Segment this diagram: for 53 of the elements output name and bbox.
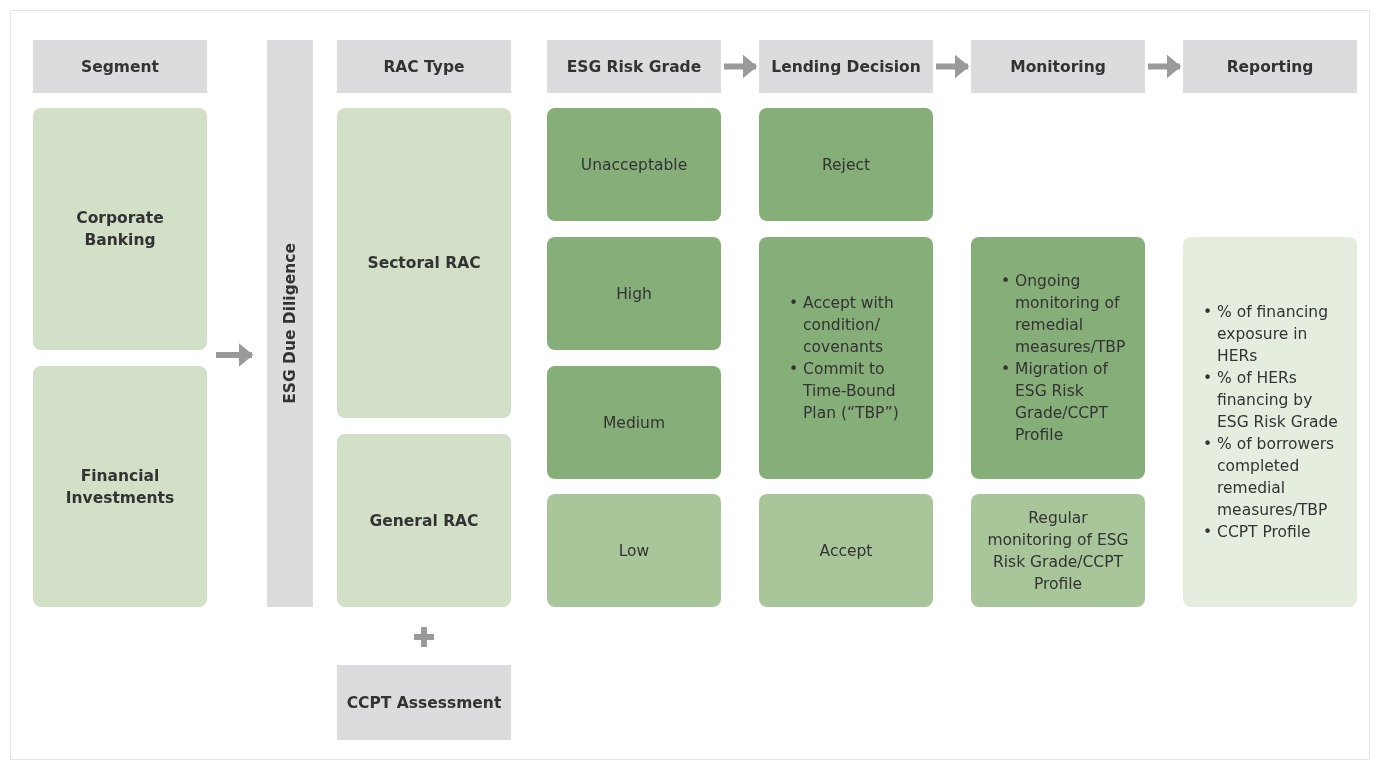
process-box bbox=[759, 237, 933, 479]
process-box bbox=[1183, 237, 1357, 607]
header-text: RAC Type bbox=[383, 56, 465, 78]
process-box bbox=[971, 237, 1145, 479]
box-label: High bbox=[616, 283, 652, 305]
header-text: Lending Decision bbox=[771, 56, 921, 78]
column-header bbox=[337, 665, 511, 740]
column-header bbox=[33, 40, 207, 93]
list-item: • CCPT Profile bbox=[1203, 522, 1312, 543]
process-box bbox=[33, 108, 207, 350]
column-header bbox=[971, 40, 1145, 93]
header-text: Monitoring bbox=[1010, 56, 1106, 78]
arrow bbox=[936, 54, 970, 79]
list-item: • Migration of ESG Risk Grade/CCPT Profile bbox=[1001, 359, 1110, 446]
process-box bbox=[337, 108, 511, 418]
box-label: Low bbox=[618, 540, 650, 562]
process-box bbox=[337, 434, 511, 607]
process-box bbox=[547, 366, 721, 479]
process-box bbox=[547, 108, 721, 221]
header-text: ESG Risk Grade bbox=[566, 56, 702, 78]
process-box bbox=[971, 494, 1145, 607]
process-box bbox=[547, 237, 721, 350]
process-box bbox=[547, 494, 721, 607]
box-label: Corporate Banking bbox=[75, 208, 165, 251]
box-label: Financial Investments bbox=[64, 465, 176, 509]
header-text: CCPT Assessment bbox=[346, 692, 502, 714]
box-label: Medium bbox=[603, 412, 665, 434]
process-box bbox=[759, 494, 933, 607]
process-box bbox=[759, 108, 933, 221]
list-item: • Commit to Time-Bound Plan (“TBP”) bbox=[789, 359, 900, 424]
list-item: • % of HERs financing by ESG Risk Grade bbox=[1203, 368, 1339, 433]
list-item: • Ongoing monitoring of remedial measures/TBP bbox=[1001, 271, 1127, 358]
header-text: Segment bbox=[81, 56, 159, 78]
box-label: Sectoral RAC bbox=[367, 253, 481, 274]
column-header bbox=[337, 40, 511, 93]
list-item: • % of financing exposure in HERs bbox=[1203, 302, 1329, 367]
column-header bbox=[759, 40, 933, 93]
column-header bbox=[547, 40, 721, 93]
list-item: • Accept with condition/ covenants bbox=[789, 293, 895, 358]
header-text: ESG Due Diligence bbox=[280, 243, 300, 404]
process-box bbox=[33, 366, 207, 607]
box-label: Regular monitoring of ESG Risk Grade/CCPT Profile bbox=[987, 507, 1129, 595]
box-label: General RAC bbox=[369, 510, 479, 532]
arrow bbox=[1148, 54, 1182, 79]
list-item: • % of borrowers completed remedial measures/TBP bbox=[1203, 434, 1336, 521]
vertical-header-bar bbox=[267, 40, 313, 607]
arrow bbox=[216, 343, 254, 367]
box-label: Accept bbox=[819, 540, 873, 562]
column-header bbox=[1183, 40, 1357, 93]
header-text: Reporting bbox=[1226, 56, 1314, 78]
box-label: Unacceptable bbox=[580, 154, 688, 176]
arrow bbox=[724, 54, 758, 79]
box-label: Reject bbox=[821, 154, 871, 176]
